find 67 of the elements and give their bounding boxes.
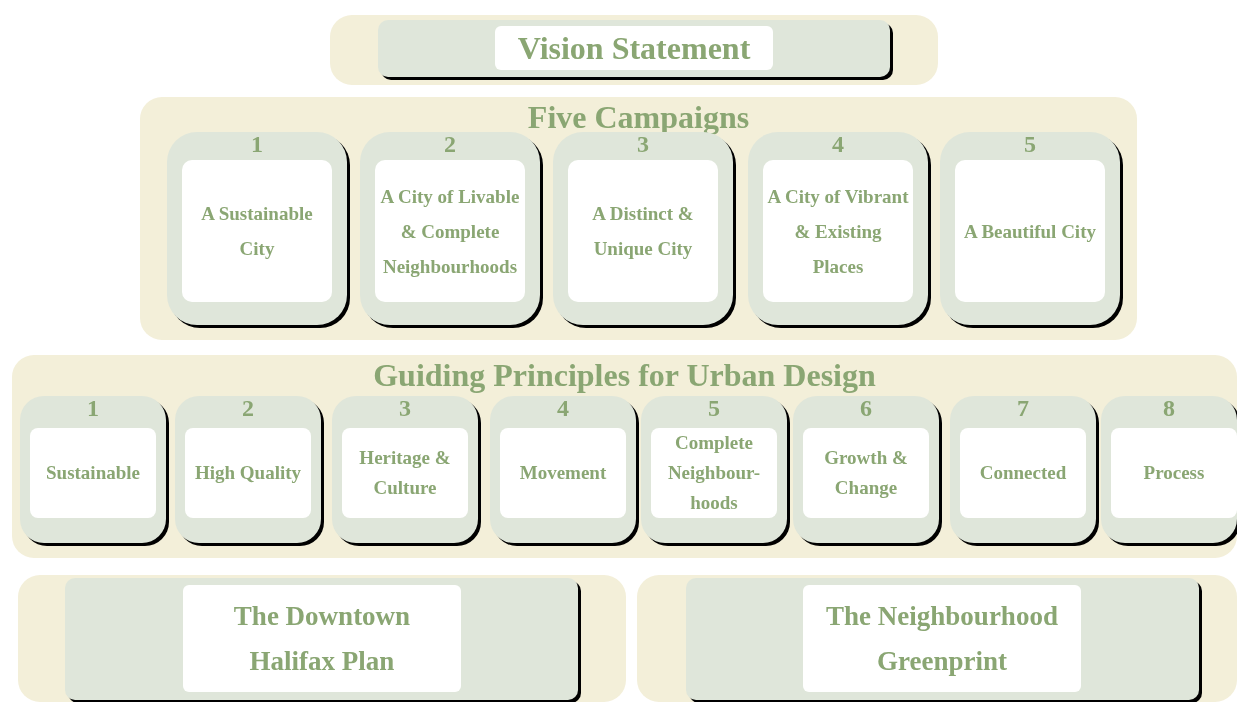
box-text: Movement bbox=[519, 461, 607, 485]
principle-box bbox=[651, 428, 777, 518]
band-background bbox=[330, 15, 938, 85]
number-label: 8 bbox=[1162, 394, 1176, 422]
band-background bbox=[18, 575, 626, 702]
section-title: Five Campaigns bbox=[526, 101, 751, 133]
section-title: Guiding Principles for Urban Design bbox=[372, 359, 877, 391]
box-text: Heritage & Culture bbox=[358, 446, 452, 500]
campaign-box bbox=[375, 160, 525, 302]
box-text: A Beautiful City bbox=[964, 219, 1096, 244]
number-label: 4 bbox=[556, 394, 570, 422]
principle-box bbox=[1111, 428, 1237, 518]
box-text: A Sustainable City bbox=[200, 202, 314, 261]
principle-card bbox=[950, 396, 1096, 543]
number-label: 4 bbox=[831, 130, 845, 158]
title-box bbox=[495, 26, 773, 70]
principle-box bbox=[960, 428, 1086, 518]
number-label: 1 bbox=[86, 394, 100, 422]
campaign-box bbox=[955, 160, 1105, 302]
principle-box bbox=[185, 428, 311, 518]
number-label: 2 bbox=[443, 130, 457, 158]
box-text: A City of Vibrant & Existing Places bbox=[767, 184, 909, 279]
number-label: 5 bbox=[1023, 130, 1037, 158]
box-text: Vision Statement bbox=[517, 32, 751, 64]
principle-card bbox=[332, 396, 478, 543]
principle-card bbox=[20, 396, 166, 543]
box-text: High Quality bbox=[194, 461, 302, 485]
number-label: 3 bbox=[637, 131, 649, 158]
principle-card bbox=[793, 396, 939, 543]
box-text: The Downtown Halifax Plan bbox=[232, 599, 412, 678]
panel-box bbox=[378, 20, 890, 77]
section-band bbox=[12, 355, 1237, 558]
box-text: Growth & Change bbox=[823, 446, 909, 500]
box-text: A City of Livable & Complete Neighbourhoods bbox=[379, 184, 521, 279]
panel-box bbox=[65, 578, 578, 700]
principle-card bbox=[1101, 396, 1237, 543]
box-text: The Neighbourhood Greenprint bbox=[825, 599, 1059, 678]
campaign-card bbox=[360, 132, 540, 325]
principle-box bbox=[30, 428, 156, 518]
plan-box bbox=[183, 585, 461, 692]
band-background bbox=[637, 575, 1237, 702]
campaign-card bbox=[748, 132, 928, 325]
campaign-box bbox=[763, 160, 913, 302]
box-text: A Distinct & Unique City bbox=[591, 202, 695, 261]
plan-box bbox=[803, 585, 1081, 692]
box-text: Complete Neighbour- hoods bbox=[666, 431, 762, 515]
number-label: 5 bbox=[707, 394, 721, 422]
number-label: 6 bbox=[859, 394, 873, 422]
box-text: Process bbox=[1143, 461, 1205, 485]
campaign-card bbox=[940, 132, 1120, 325]
number-label: 3 bbox=[398, 394, 412, 422]
box-text: Connected bbox=[979, 461, 1067, 485]
campaign-box bbox=[182, 160, 332, 302]
box-text: Sustainable bbox=[46, 461, 140, 485]
principle-card bbox=[490, 396, 636, 543]
number-label: 1 bbox=[250, 130, 264, 158]
campaign-box bbox=[568, 160, 718, 302]
principle-box bbox=[500, 428, 626, 518]
principle-card bbox=[641, 396, 787, 543]
campaign-card bbox=[167, 132, 347, 325]
principle-card bbox=[175, 396, 321, 543]
number-label: 2 bbox=[241, 394, 255, 422]
panel-box bbox=[686, 578, 1199, 700]
principle-box bbox=[803, 428, 929, 518]
principle-box bbox=[342, 428, 468, 518]
section-band bbox=[140, 97, 1137, 340]
number-label: 7 bbox=[1016, 394, 1030, 422]
